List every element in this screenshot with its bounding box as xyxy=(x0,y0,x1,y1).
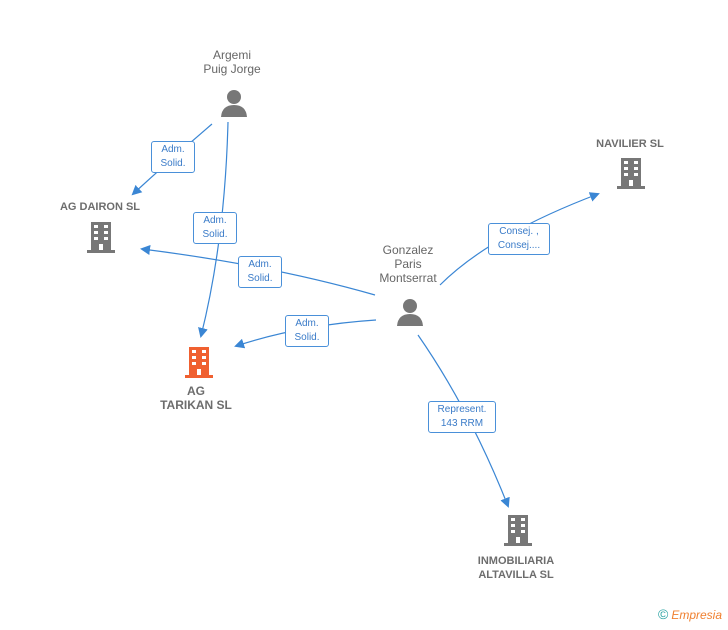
edge-label-gonzalez-navilier: Consej. , Consej.... xyxy=(488,223,550,255)
building-icon[interactable] xyxy=(616,156,646,190)
node-label-argemi[interactable]: Argemi Puig Jorge xyxy=(203,48,261,76)
person-icon[interactable] xyxy=(396,297,424,327)
building-icon[interactable] xyxy=(86,220,116,254)
copyright-icon: © xyxy=(657,606,669,622)
building-icon[interactable] xyxy=(184,345,214,379)
brand-logo: ©Empresia xyxy=(658,606,722,622)
node-label-gonzalez[interactable]: Gonzalez Paris Montserrat xyxy=(379,243,437,285)
edge-label-argemi-ag-dairon: Adm. Solid. xyxy=(151,141,195,173)
building-icon[interactable] xyxy=(503,513,533,547)
person-icon[interactable] xyxy=(220,88,248,118)
node-label-inmobiliaria[interactable]: INMOBILIARIA ALTAVILLA SL xyxy=(477,555,555,581)
node-label-navilier[interactable]: NAVILIER SL xyxy=(596,138,664,150)
node-label-ag-dairon[interactable]: AG DAIRON SL xyxy=(59,201,141,213)
edge-label-gonzalez-inmobiliaria: Represent. 143 RRM xyxy=(428,401,496,433)
edge-label-gonzalez-ag-tarikan: Adm. Solid. xyxy=(285,315,329,347)
brand-name: Empresia xyxy=(671,608,722,622)
edge-label-argemi-ag-tarikan: Adm. Solid. xyxy=(193,212,237,244)
node-label-ag-tarikan[interactable]: AG TARIKAN SL xyxy=(160,384,232,412)
edge-label-gonzalez-ag-dairon: Adm. Solid. xyxy=(238,256,282,288)
